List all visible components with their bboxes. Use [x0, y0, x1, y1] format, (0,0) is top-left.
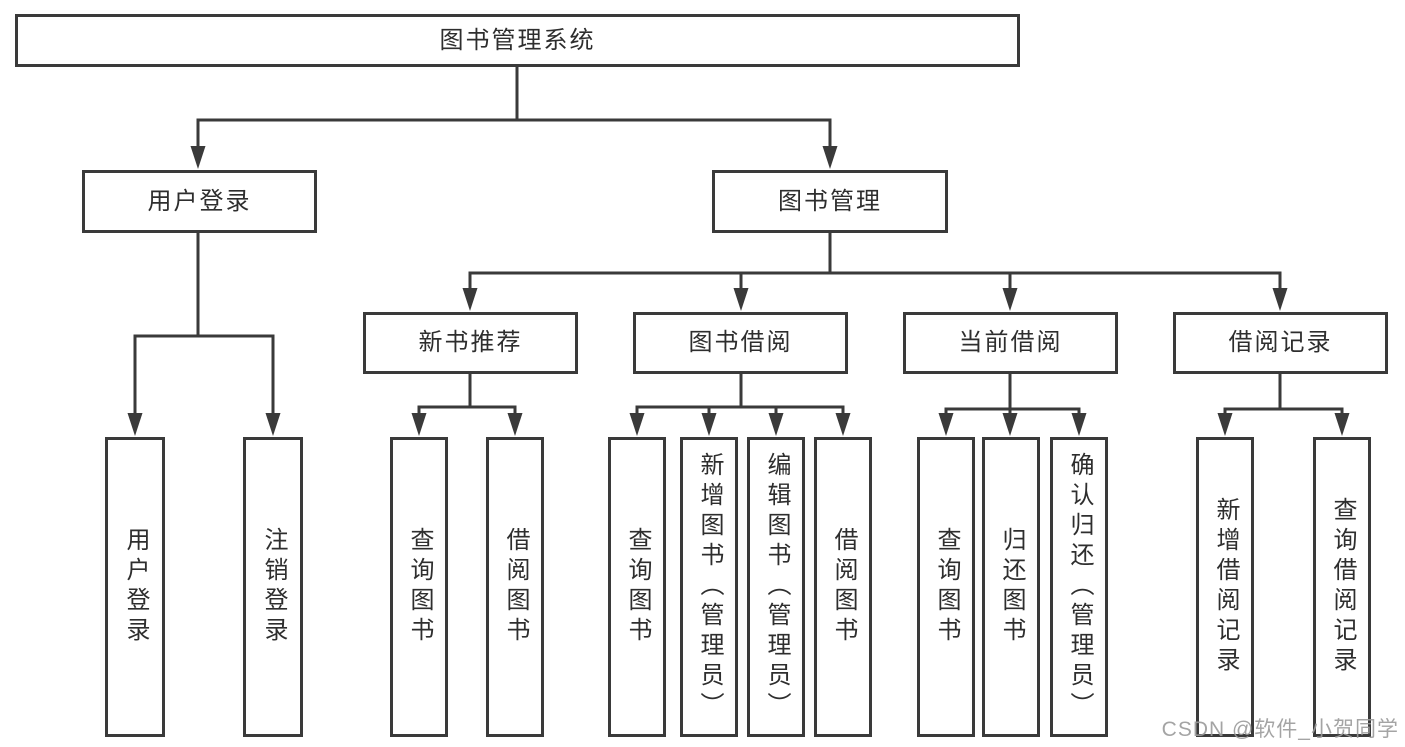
leaf-return-books: 归还图书	[982, 437, 1040, 737]
leaf-add-books-admin: 新增图书（管理员）	[680, 437, 738, 737]
leaf-newbook-borrow-books: 借阅图书	[486, 437, 544, 737]
arrowhead	[411, 413, 427, 436]
node-user-login: 用户登录	[82, 170, 317, 233]
leaf-user-login: 用户登录	[105, 437, 165, 737]
leaf-borrow-books: 借阅图书	[814, 437, 872, 737]
arrowhead	[1217, 413, 1233, 436]
leaf-user-login-label: 用户登录	[122, 527, 149, 647]
arrowhead	[265, 413, 281, 436]
leaf-query-borrow-record: 查询借阅记录	[1313, 437, 1371, 737]
connector-user-login-children	[133, 233, 275, 414]
arrowhead	[190, 146, 206, 169]
leaf-query-borrow-record-label: 查询借阅记录	[1329, 497, 1356, 677]
arrowhead	[1002, 288, 1018, 311]
node-borrow-record-label: 借阅记录	[1228, 329, 1333, 356]
leaf-current-query-books-label: 查询图书	[933, 527, 960, 647]
connector-current-borrow-children	[944, 374, 1081, 414]
leaf-confirm-return-admin: 确认归还（管理员）	[1050, 437, 1108, 737]
connector-book-borrow-children	[635, 374, 845, 414]
leaf-add-borrow-record: 新增借阅记录	[1196, 437, 1254, 737]
node-new-book-recommend-label: 新书推荐	[418, 329, 523, 356]
node-root: 图书管理系统	[15, 14, 1020, 67]
arrowhead	[1002, 413, 1018, 436]
leaf-add-books-admin-label: 新增图书（管理员）	[696, 452, 723, 722]
leaf-return-books-label: 归还图书	[998, 527, 1025, 647]
arrowhead	[1272, 288, 1288, 311]
arrowhead	[462, 288, 478, 311]
arrowheads	[127, 146, 1350, 436]
leaf-edit-books-admin-label: 编辑图书（管理员）	[763, 452, 790, 722]
node-book-management-label: 图书管理	[778, 187, 882, 215]
arrowhead	[733, 288, 749, 311]
arrowhead	[768, 413, 784, 436]
leaf-current-query-books: 查询图书	[917, 437, 975, 737]
arrowhead	[507, 413, 523, 436]
leaf-newbook-query-books: 查询图书	[390, 437, 448, 737]
node-book-management: 图书管理	[712, 170, 948, 233]
leaf-borrow-query-books-label: 查询图书	[624, 527, 651, 647]
leaf-borrow-books-label: 借阅图书	[830, 527, 857, 647]
node-current-borrow-label: 当前借阅	[958, 329, 1063, 356]
arrowhead	[1071, 413, 1087, 436]
arrowhead	[938, 413, 954, 436]
node-book-borrow-label: 图书借阅	[688, 329, 793, 356]
arrowhead	[629, 413, 645, 436]
connector-new-book-children	[417, 374, 517, 414]
node-new-book-recommend: 新书推荐	[363, 312, 578, 374]
connector-borrow-record-children	[1223, 374, 1344, 414]
node-root-label: 图书管理系统	[439, 26, 596, 54]
arrowhead	[835, 413, 851, 436]
leaf-logout: 注销登录	[243, 437, 303, 737]
node-borrow-record: 借阅记录	[1173, 312, 1388, 374]
leaf-borrow-query-books: 查询图书	[608, 437, 666, 737]
arrowhead	[822, 146, 838, 169]
connector-book-management-children	[468, 233, 1282, 289]
leaf-edit-books-admin: 编辑图书（管理员）	[747, 437, 805, 737]
node-current-borrow: 当前借阅	[903, 312, 1118, 374]
arrowhead	[701, 413, 717, 436]
csdn-watermark: CSDN @软件_小贺同学	[1161, 718, 1399, 741]
node-book-borrow: 图书借阅	[633, 312, 848, 374]
leaf-newbook-borrow-books-label: 借阅图书	[502, 527, 529, 647]
arrowhead	[127, 413, 143, 436]
leaf-logout-label: 注销登录	[260, 527, 287, 647]
node-user-login-label: 用户登录	[147, 187, 252, 215]
leaf-add-borrow-record-label: 新增借阅记录	[1212, 497, 1239, 677]
leaf-newbook-query-books-label: 查询图书	[406, 527, 433, 647]
arrowhead	[1334, 413, 1350, 436]
leaf-confirm-return-admin-label: 确认归还（管理员）	[1066, 452, 1093, 722]
connector-root-to-level2	[196, 67, 832, 147]
